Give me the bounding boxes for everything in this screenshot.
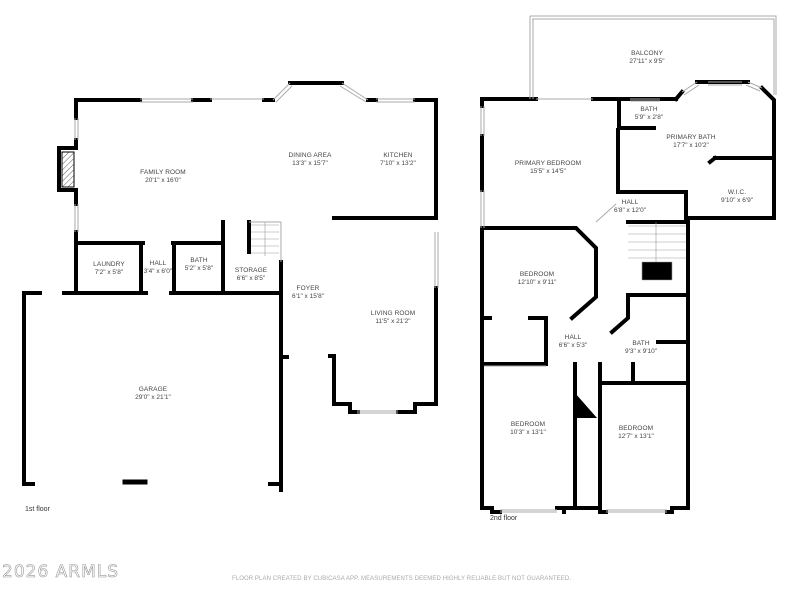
room-name: FAMILY ROOM <box>140 168 186 176</box>
room-name: LIVING ROOM <box>370 309 416 317</box>
room-dimensions: 27'11" x 9'5" <box>629 58 665 65</box>
room-name: BATH <box>190 256 208 264</box>
room-dimensions: 29'0" x 21'1" <box>135 394 171 401</box>
room-name: PRIMARY BATH <box>666 133 716 141</box>
room-dimensions: 6'6" x 5'3" <box>558 342 588 349</box>
room-dimensions: 6'8" x 12'0" <box>613 207 647 214</box>
watermark: 2026 ARMLS <box>2 562 120 583</box>
room-name: W.I.C. <box>727 188 747 196</box>
room-name: HALL <box>149 259 167 267</box>
room-name: FOYER <box>296 284 320 292</box>
room-dimensions: 11'5" x 21'2" <box>375 318 411 325</box>
floor-2-caption: 2nd floor <box>490 515 518 522</box>
room-name: BALCONY <box>631 49 663 57</box>
room-dimensions: 7'10" x 13'2" <box>380 160 416 167</box>
room-dimensions: 12'10" x 9'11" <box>517 279 557 286</box>
room-name: HALL <box>564 333 582 341</box>
room-name: BEDROOM <box>519 270 555 278</box>
room-dimensions: 5'2" x 5'8" <box>184 265 214 272</box>
room-wic: W.I.C.9'10" x 6'9" <box>721 189 753 205</box>
floor-1-caption: 1st floor <box>25 506 50 513</box>
room-dimensions: 12'7" x 13'1" <box>618 433 654 440</box>
room-name: GARAGE <box>138 385 168 393</box>
room-dimensions: 7'2" x 5'8" <box>94 269 124 276</box>
room-dimensions: 6'6" x 8'5" <box>236 275 266 282</box>
room-name: BEDROOM <box>510 420 546 428</box>
room-dimensions: 9'3" x 9'10" <box>624 348 658 355</box>
room-dimensions: 9'10" x 6'9" <box>720 197 754 204</box>
room-dimensions: 15'5" x 14'5" <box>530 168 566 175</box>
room-name: PRIMARY BEDROOM <box>514 159 582 167</box>
room-name: BATH <box>640 105 658 113</box>
room-name: HALL <box>621 198 639 206</box>
room-dimensions: 6'1" x 15'8" <box>291 293 325 300</box>
room-dimensions: 13'3" x 15'7" <box>292 160 328 167</box>
room-dimensions: 17'7" x 10'2" <box>673 142 709 149</box>
room-dimensions: 20'1" x 16'0" <box>145 177 181 184</box>
room-name: STORAGE <box>234 266 268 274</box>
room-dimensions: 5'9" x 2'8" <box>634 114 664 121</box>
room-dimensions: 3'4" x 6'0" <box>143 268 173 275</box>
room-name: BATH <box>632 339 650 347</box>
room-name: BEDROOM <box>618 424 654 432</box>
disclaimer: FLOOR PLAN CREATED BY CUBICASA APP. MEAS… <box>232 576 572 582</box>
room-dimensions: 10'3" x 13'1" <box>510 429 546 436</box>
room-name: LAUNDRY <box>93 260 125 268</box>
room-name: KITCHEN <box>383 151 413 159</box>
room-name: DINING AREA <box>288 151 332 159</box>
